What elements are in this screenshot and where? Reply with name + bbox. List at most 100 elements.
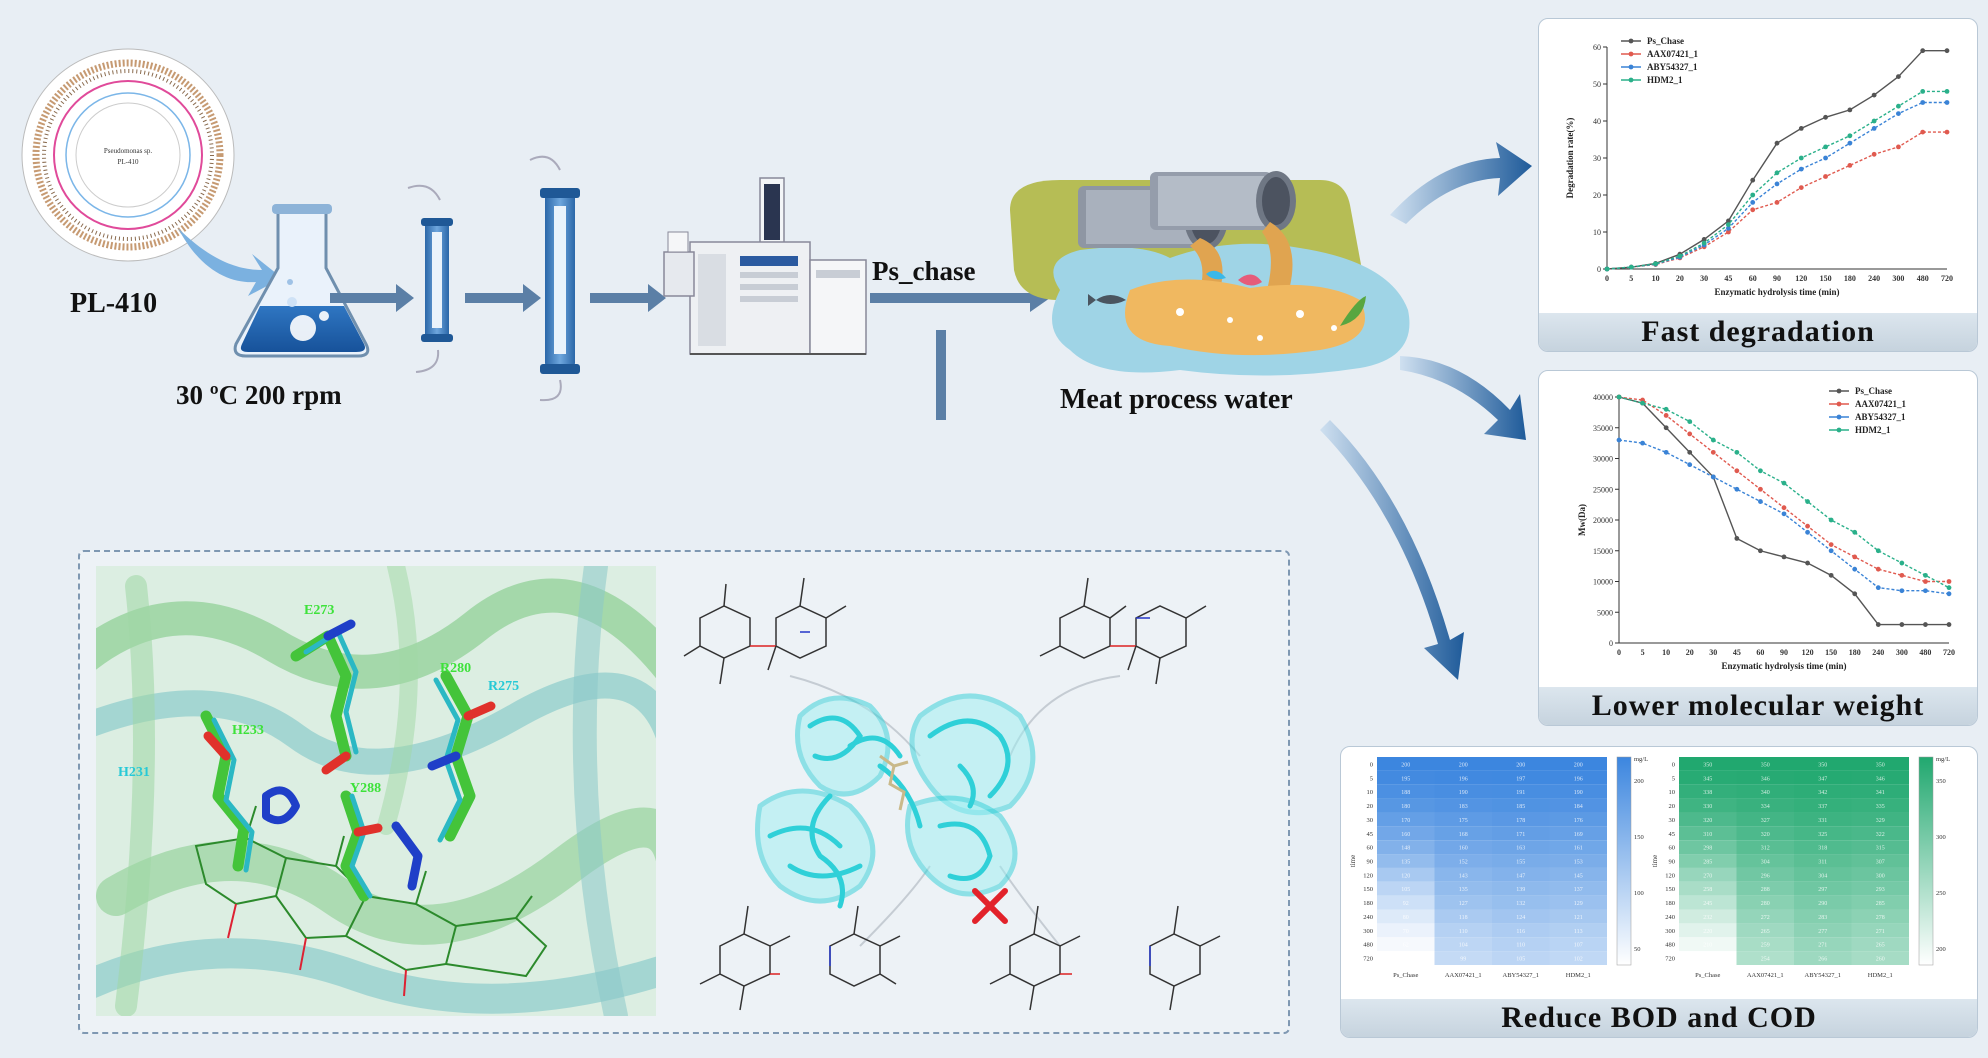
- heatmap-cell-value: 185: [1516, 804, 1525, 810]
- heatmap-cell-value: 135: [1401, 860, 1410, 866]
- heatmap-row-label: 0: [1672, 761, 1675, 768]
- heatmap-row-label: 20: [1367, 803, 1374, 810]
- heatmap-cell-value: 338: [1703, 790, 1712, 796]
- x-tick-label: 150: [1820, 274, 1832, 283]
- heatmap-row-label: 5: [1370, 775, 1373, 782]
- application-label: Meat process water: [1060, 384, 1293, 415]
- data-point: [1616, 437, 1622, 443]
- data-point: [1750, 177, 1756, 183]
- residue-label-r280: R280: [440, 661, 471, 676]
- heatmap-cell: [1492, 798, 1550, 813]
- heatmap-row-label: 120: [1363, 872, 1373, 879]
- heatmap-cell: [1736, 840, 1794, 855]
- heatmap-row-label: 0: [1370, 761, 1373, 768]
- heatmap-cell-value: 270: [1703, 873, 1712, 879]
- data-point: [1923, 588, 1928, 594]
- legend-marker: [1628, 77, 1634, 83]
- colorbar-tick: 100: [1634, 890, 1644, 897]
- legend-entry: Ps_Chase: [1647, 36, 1684, 46]
- residue-label-h231: H231: [118, 765, 150, 780]
- heatmap-cell-value: 135: [1459, 887, 1468, 893]
- heatmap-cell: [1736, 881, 1794, 896]
- y-tick-label: 30: [1593, 154, 1601, 163]
- heatmap-cell-value: 70: [1403, 929, 1409, 935]
- heatmap-cell-value: 322: [1876, 832, 1885, 838]
- heatmap-cell: [1377, 812, 1435, 827]
- arrow-to-fast-degradation: [1390, 142, 1532, 224]
- heatmap-cell-value: 183: [1459, 804, 1468, 810]
- legend-marker: [1836, 427, 1842, 433]
- data-point: [1828, 572, 1834, 578]
- data-point: [1750, 200, 1756, 205]
- heatmap-cell-value: 178: [1516, 818, 1525, 824]
- heatmap-cell-value: 200: [1574, 762, 1583, 768]
- legend-entry: HDM2_1: [1855, 425, 1891, 435]
- heatmap-cell: [1377, 951, 1435, 965]
- heatmap-cell-value: 190: [1459, 790, 1468, 796]
- heatmap-cell: [1794, 951, 1852, 965]
- heatmap-cell-value: 107: [1574, 943, 1583, 949]
- heatmap-cell-value: 152: [1459, 860, 1468, 866]
- data-point: [1805, 499, 1810, 504]
- data-point: [1946, 585, 1952, 591]
- data-point: [1687, 449, 1693, 455]
- heatmap-cell-value: 170: [1401, 818, 1410, 824]
- heatmap-row-label: 480: [1665, 942, 1675, 949]
- heatmap-cell: [1679, 937, 1737, 952]
- data-point: [1750, 192, 1756, 198]
- heatmap-cell: [1549, 923, 1607, 938]
- heatmap-cell: [1794, 867, 1852, 882]
- heatmap-cell-value: 331: [1818, 818, 1827, 824]
- heatmap-cell: [1434, 812, 1492, 827]
- data-point: [1628, 264, 1634, 270]
- y-tick-label: 10000: [1593, 578, 1613, 587]
- heatmap-cell-value: 335: [1876, 804, 1885, 810]
- data-point: [1710, 474, 1716, 480]
- heatmap-cell: [1377, 881, 1435, 896]
- heatmap-cell: [1794, 798, 1852, 813]
- heatmap-row-label: 60: [1669, 845, 1676, 852]
- y-tick-label: 40: [1593, 117, 1601, 126]
- heatmap-cell-value: 55: [1403, 957, 1409, 963]
- data-point: [1875, 566, 1881, 572]
- data-point: [1798, 185, 1804, 191]
- data-point: [1871, 92, 1877, 98]
- substrate-top-right: [1039, 577, 1207, 685]
- heatmap-cell-value: 325: [1818, 832, 1827, 838]
- heatmap-cell: [1549, 895, 1607, 910]
- heatmap-row-label: 720: [1665, 956, 1675, 963]
- heatmap-cell: [1549, 757, 1607, 771]
- heatmap-cell: [1736, 798, 1794, 813]
- heatmap-cell: [1679, 909, 1737, 924]
- heatmap-cell-value: 283: [1818, 915, 1827, 921]
- heatmap-cell-value: 188: [1401, 790, 1410, 796]
- heatmap-cell-value: 278: [1876, 915, 1885, 921]
- heatmap-cell: [1492, 895, 1550, 910]
- substrate-bottom-4: [1149, 905, 1221, 1011]
- heatmap-cell-value: 129: [1574, 901, 1583, 907]
- heatmap-cell-value: 271: [1818, 943, 1827, 949]
- heatmap-cell-value: 132: [1516, 901, 1525, 907]
- y-tick-label: 25000: [1593, 485, 1613, 494]
- heatmap-cell-value: 80: [1403, 915, 1409, 921]
- heatmap-cell: [1679, 798, 1737, 813]
- fish-icon: [1088, 294, 1126, 306]
- data-point: [1774, 181, 1780, 187]
- heatmap-cell: [1851, 909, 1909, 924]
- heatmap-cell: [1492, 937, 1550, 952]
- data-point: [1687, 419, 1693, 424]
- data-point: [1758, 499, 1763, 504]
- substrate-bottom-2: [829, 905, 901, 987]
- heatmap-cell: [1679, 840, 1737, 855]
- sewage-pipes: [1078, 171, 1296, 250]
- legend-marker: [1628, 38, 1634, 44]
- heatmap-cell-value: 161: [1574, 846, 1583, 852]
- heatmap-cell-value: 127: [1459, 901, 1468, 907]
- heatmap-row-label: 90: [1669, 859, 1676, 866]
- heatmap-row-label: 150: [1363, 886, 1373, 893]
- data-point: [1701, 237, 1707, 242]
- heatmap-cell: [1851, 826, 1909, 841]
